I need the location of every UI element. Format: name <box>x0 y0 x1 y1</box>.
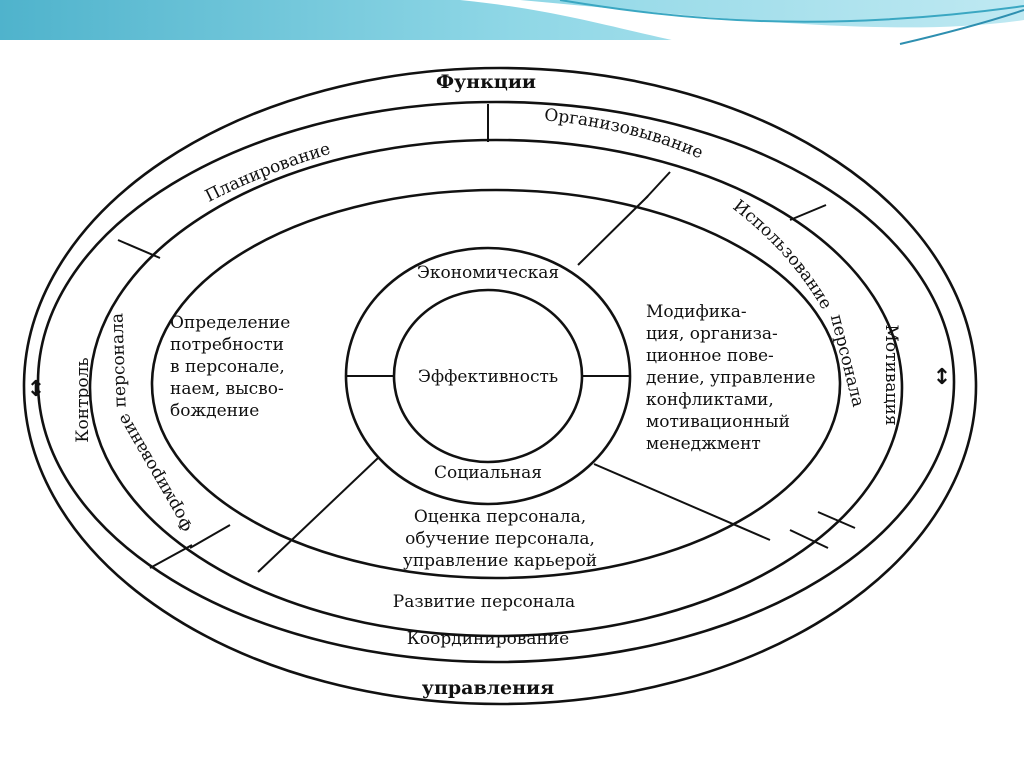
sector-bottom-line-1: Оценка персонала, <box>414 507 586 527</box>
sector-line-bottom-left <box>257 457 379 573</box>
sector-bottom-text: Оценка персонала, обучение персонала, уп… <box>403 507 597 571</box>
function-coordination-label: Координирование <box>407 629 570 649</box>
divider-plan-ctrl <box>117 239 161 259</box>
personnel-usage-label-2: персонала <box>826 313 868 409</box>
outer-title-bottom: управления <box>422 677 554 699</box>
sector-right-line-5: конфликтами, <box>646 390 774 410</box>
outer-title-top: Функции <box>436 71 536 93</box>
personnel-ring-inner <box>150 188 842 580</box>
divider-org-mot <box>789 204 827 221</box>
sector-right-line-1: Модифика- <box>646 302 747 322</box>
sector-left-line-1: Определение <box>170 313 290 333</box>
center-economic-label: Экономическая <box>417 263 559 283</box>
personnel-formation-label: Формирование <box>114 410 198 535</box>
header-decoration-band <box>0 0 1024 46</box>
sector-right-line-6: мотивационный <box>646 412 790 432</box>
divider-mot-coord <box>817 511 856 529</box>
sector-right-line-3: ционное пове- <box>646 346 774 366</box>
sector-left-line-4: наем, высво- <box>170 379 284 399</box>
personnel-development-label: Развитие персонала <box>393 592 575 612</box>
sector-right-line-4: дение, управление <box>646 368 816 388</box>
divider-org-use <box>645 171 671 199</box>
function-control-label: Контроль <box>73 357 93 442</box>
sector-bottom-line-2: обучение персонала, <box>405 529 595 549</box>
sector-left-line-5: бождение <box>170 401 259 421</box>
function-motivation-label: Мотивация <box>881 324 901 425</box>
header-wave-stripe-2 <box>899 9 1024 45</box>
header-wave-stripe <box>559 0 1024 23</box>
arrow-left-icon: ↕ <box>27 377 45 402</box>
function-planning-label: Планирование <box>202 139 333 207</box>
center-efficiency-label: Эффективность <box>418 367 558 387</box>
divider-form-dev <box>189 524 231 549</box>
header-wave-white <box>460 0 1024 46</box>
divider-ctrl-coord <box>149 544 193 569</box>
sector-line-bottom-right <box>593 463 771 541</box>
sector-right-line-7: менеджмент <box>646 434 761 454</box>
outer-ellipse <box>22 66 978 706</box>
sector-right-text: Модифика- ция, организа- ционное пове- д… <box>646 302 816 454</box>
personnel-formation-label-2: персонала <box>107 313 130 408</box>
sector-left-line-2: потребности <box>170 335 284 355</box>
sector-left-line-3: в персонале, <box>170 357 285 377</box>
sector-line-top <box>577 195 649 266</box>
divider-use-dev <box>789 529 829 549</box>
center-social-label: Социальная <box>434 463 542 483</box>
arrow-right-icon: ↕ <box>933 365 951 390</box>
sector-bottom-line-3: управление карьерой <box>403 551 597 571</box>
functions-ring-outer <box>36 100 956 664</box>
management-functions-diagram: Функции управления Планирование Организо… <box>22 66 978 706</box>
functions-ring-inner <box>88 138 904 638</box>
sector-left-text: Определение потребности в персонале, нае… <box>170 313 290 421</box>
sector-right-line-2: ция, организа- <box>646 324 778 344</box>
